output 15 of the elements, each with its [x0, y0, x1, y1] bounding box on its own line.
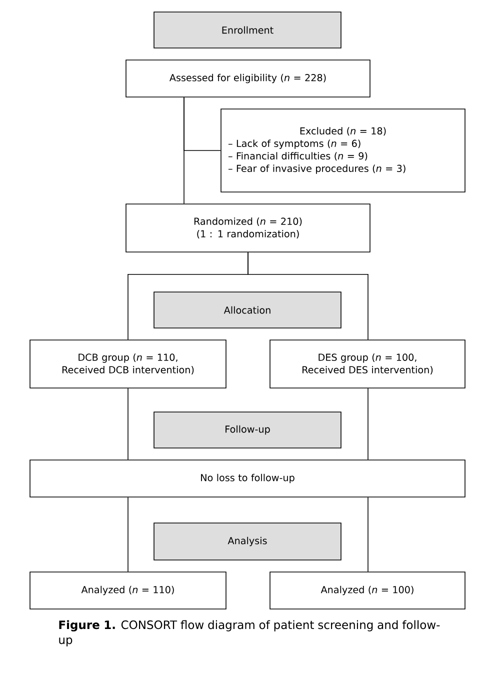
process-box: DCB group (n = 110, Received DCB intervention): [30, 340, 226, 388]
connector-line: [248, 252, 368, 340]
stage-box: Follow-up: [154, 412, 342, 448]
stage-box: Allocation: [154, 292, 342, 328]
process-box: No loss to follow-up: [30, 460, 466, 498]
exclusion-box: Excluded (n = 18) – Lack of symptoms (n = 6) – Financial difficulties (n = 9) – Fear of invasive procedures (n = 3): [220, 108, 466, 192]
connector-line: [184, 97, 221, 151]
figure-caption: Figure 1. CONSORT flow diagram of patient screening and follow-up: [59, 620, 440, 646]
stage-box: Analysis: [154, 522, 342, 560]
process-box: Analyzed (n = 110): [30, 572, 226, 610]
process-box: Assessed for eligibility (n = 228): [126, 60, 370, 98]
process-box: DES group (n = 100, Received DES intervention): [270, 340, 466, 388]
process-box: Analyzed (n = 100): [270, 572, 466, 610]
stage-box: Enrollment: [154, 12, 342, 48]
process-box: Randomized (n = 210) (1 : 1 randomization): [126, 204, 370, 252]
